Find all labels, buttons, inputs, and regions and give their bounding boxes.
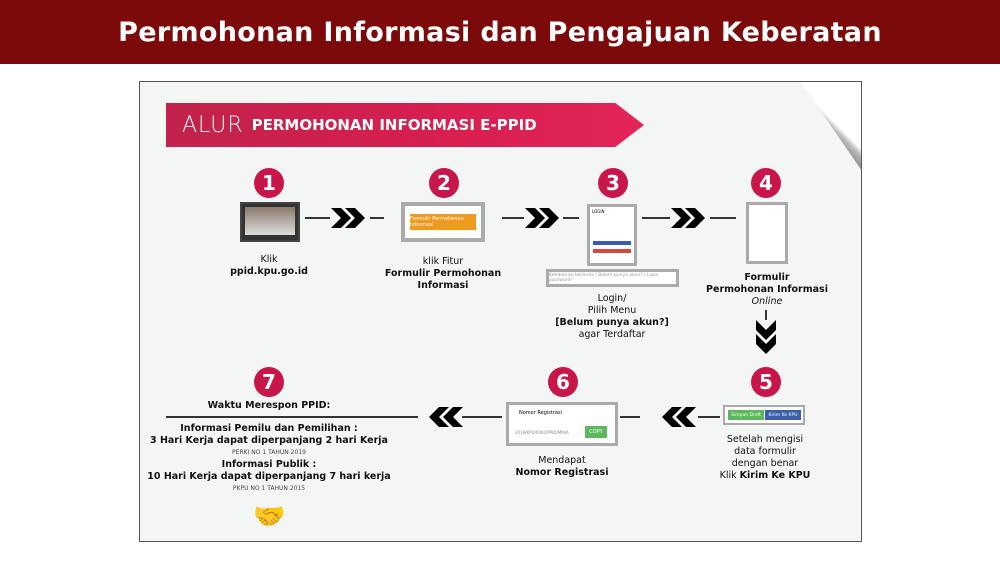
registration-value: 2019/KPU/0000/PPID/MM/A bbox=[515, 430, 569, 435]
page-title: Permohonan Informasi dan Pengajuan Keber… bbox=[0, 0, 1000, 64]
form-feature-button: Formulir Permohonan Informasi bbox=[410, 214, 476, 230]
chevron-right-icon bbox=[671, 208, 705, 228]
registration-label: Nomor Registrasi bbox=[519, 410, 562, 416]
login-screenshot: LOGIN bbox=[587, 204, 637, 266]
register-link-screenshot: Kembali ke beranda | Belum punya akun? |… bbox=[546, 269, 679, 287]
chevron-right-icon bbox=[331, 208, 365, 228]
submit-screenshot: Simpan Draft Kirim Ke KPU bbox=[723, 405, 805, 425]
step-2-number: 2 bbox=[429, 168, 459, 198]
copy-button: COPY bbox=[585, 426, 607, 438]
banner-prefix: ALUR bbox=[182, 112, 244, 138]
step-4-number: 4 bbox=[751, 168, 781, 198]
step-7-number: 7 bbox=[254, 367, 284, 397]
registration-number-screenshot: Nomor Registrasi 2019/KPU/0000/PPID/MM/A… bbox=[506, 402, 618, 446]
response-time-details: Informasi Pemilu dan Pemilihan :3 Hari K… bbox=[147, 423, 391, 492]
step-3-number: 3 bbox=[598, 168, 628, 198]
step-3-text: Login/Pilih Menu[Belum punya akun?]agar … bbox=[555, 293, 669, 340]
response-time-title: Waktu Merespon PPID: bbox=[207, 400, 331, 411]
chevron-left-icon bbox=[429, 407, 463, 427]
flow-infographic: ALUR PERMOHONAN INFORMASI E-PPID 1 2 3 4… bbox=[139, 81, 862, 542]
chevron-right-icon bbox=[525, 208, 559, 228]
send-to-kpu-button: Kirim Ke KPU bbox=[765, 410, 801, 420]
step-5-number: 5 bbox=[751, 367, 781, 397]
step-6-number: 6 bbox=[548, 367, 578, 397]
banner-title: PERMOHONAN INFORMASI E-PPID bbox=[251, 116, 537, 134]
handshake-icon: 🤝 bbox=[253, 502, 286, 532]
chevron-down-icon bbox=[756, 320, 776, 354]
page-curl bbox=[800, 82, 861, 171]
step-1-number: 1 bbox=[254, 168, 284, 198]
online-form-screenshot bbox=[746, 202, 788, 264]
form-feature-screenshot: Formulir Permohonan Informasi bbox=[401, 202, 485, 242]
chevron-left-icon bbox=[662, 407, 696, 427]
save-draft-button: Simpan Draft bbox=[728, 410, 764, 420]
website-illustration bbox=[240, 202, 300, 242]
login-title: LOGIN bbox=[592, 209, 605, 214]
infographic-banner: ALUR PERMOHONAN INFORMASI E-PPID bbox=[166, 103, 644, 147]
